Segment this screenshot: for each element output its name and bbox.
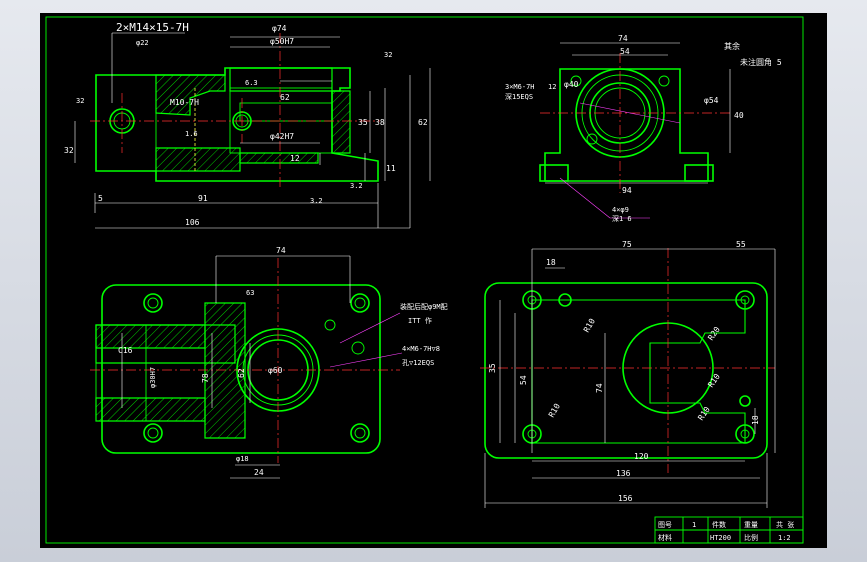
side-dim-phi40: φ40 (564, 80, 579, 89)
plan-dim-62: 62 (237, 368, 246, 378)
plan-dim-phi60: φ60 (268, 366, 283, 375)
title-cell-count: 件数 (712, 520, 726, 529)
dim-62: 62 (280, 93, 290, 102)
roughness-16: 1.6 (185, 130, 198, 138)
roughness-63: 6.3 (245, 79, 258, 87)
side-thread-note-2: 深15EQS (505, 92, 533, 101)
bottom-dim-35: 35 (488, 363, 497, 373)
dim-11: 11 (386, 164, 396, 173)
thread-m10: M10-7H (170, 98, 199, 107)
roughness-32c: 3.2 (350, 182, 363, 190)
plan-dim-phi18: φ18 (236, 455, 249, 463)
front-view: 2×M14×15-7H φ22 φ74 φ50H7 32 32 M10-7H 6… (64, 21, 431, 229)
roughness-32b: 3.2 (310, 197, 323, 205)
hole-note-2: 深1 6 (612, 214, 632, 223)
title-cell-sheets: 共 张 (776, 520, 794, 529)
drawing-sheet: 2×M14×15-7H φ22 φ74 φ50H7 32 32 M10-7H 6… (40, 13, 827, 548)
dim-106: 106 (185, 218, 200, 227)
hole-note-1: 4×φ9 (612, 206, 629, 214)
rough-other-2: 未注圆角 5 (740, 57, 782, 67)
dim-5: 5 (98, 194, 103, 203)
bottom-dim-54: 54 (519, 375, 528, 385)
side-thread-note-1: 3×M6-7H (505, 83, 535, 91)
bottom-dim-55: 55 (736, 240, 746, 249)
bottom-dim-136: 136 (616, 469, 631, 478)
side-dim-94: 94 (622, 186, 632, 195)
bottom-r20: R20 (706, 325, 722, 342)
bottom-dim-156: 156 (618, 494, 633, 503)
title-cell-qty: 1 (692, 521, 696, 529)
plan-dim-63: 63 (246, 289, 254, 297)
plan-dim-78: 78 (201, 373, 210, 383)
plan-dim-phi30: φ30H7 (149, 367, 157, 388)
cad-drawing: 2×M14×15-7H φ22 φ74 φ50H7 32 32 M10-7H 6… (45, 16, 804, 544)
plan-chamfer-c16: C16 (118, 346, 133, 355)
dim-12: 12 (290, 154, 300, 163)
bottom-dim-18: 18 (546, 258, 556, 267)
bottom-r10d: R10 (696, 405, 712, 422)
side-dim-12: 12 (548, 83, 556, 91)
side-dim-40: 40 (734, 111, 744, 120)
dim-phi74: φ74 (272, 24, 287, 33)
bottom-r10c: R10 (706, 372, 722, 389)
title-cell-weight: 重量 (744, 521, 758, 529)
roughness-left: 32 (76, 97, 84, 105)
bottom-r10a: R10 (582, 317, 597, 334)
dim-phi50: φ50H7 (270, 37, 294, 46)
roughness-top: 32 (384, 51, 392, 59)
bottom-r10b: R10 (547, 402, 562, 419)
title-cell-material: HT200 (710, 534, 731, 542)
dim-phi42: φ42H7 (270, 132, 294, 141)
dim-32: 32 (64, 146, 74, 155)
plan-note-1: 装配后配φ9M配 (400, 302, 448, 311)
title-cell-drawing-no: 图号 (658, 521, 672, 529)
title-cell-scale: 1:2 (778, 534, 791, 542)
drawing-border (45, 16, 804, 544)
dim-62-vertical: 62 (418, 118, 428, 127)
plan-note-4: 孔▽12EQS (402, 359, 434, 367)
plan-dim-24: 24 (254, 468, 264, 477)
bottom-dim-18-vertical: 18 (751, 415, 760, 425)
bottom-dim-74: 74 (595, 383, 604, 393)
title-cell-material-label: 材料 (658, 533, 672, 542)
dim-38: 38 (375, 118, 385, 127)
dim-91: 91 (198, 194, 208, 203)
plan-note-3: 4×M6-7H▽8 (402, 345, 440, 353)
plan-dim-74: 74 (276, 246, 286, 255)
thread-callout: 2×M14×15-7H (116, 21, 189, 34)
side-view: 74 54 3×M6-7H 深15EQS 12 φ40 φ54 40 94 4×… (505, 34, 782, 223)
bottom-dim-75: 75 (622, 240, 632, 249)
bottom-dim-120: 120 (634, 452, 649, 461)
dim-phi22: φ22 (136, 39, 149, 47)
dim-35: 35 (358, 118, 368, 127)
title-cell-scale-label: 比例 (744, 533, 758, 542)
side-dim-phi54: φ54 (704, 96, 719, 105)
rough-other-1: 其余 (724, 41, 740, 51)
plan-note-2: ITT 作 (408, 316, 432, 325)
bottom-view: 75 55 18 R10 R20 35 54 74 R10 R10 R10 18… (480, 240, 776, 508)
plan-view: 74 63 C16 φ30H7 78 62 φ60 φ18 24 装配后配φ9M… (90, 246, 448, 479)
side-dim-74: 74 (618, 34, 628, 43)
side-dim-54: 54 (620, 47, 630, 56)
title-block: 图号 1 件数 重量 共 张 材料 HT200 比例 1:2 (654, 516, 804, 544)
